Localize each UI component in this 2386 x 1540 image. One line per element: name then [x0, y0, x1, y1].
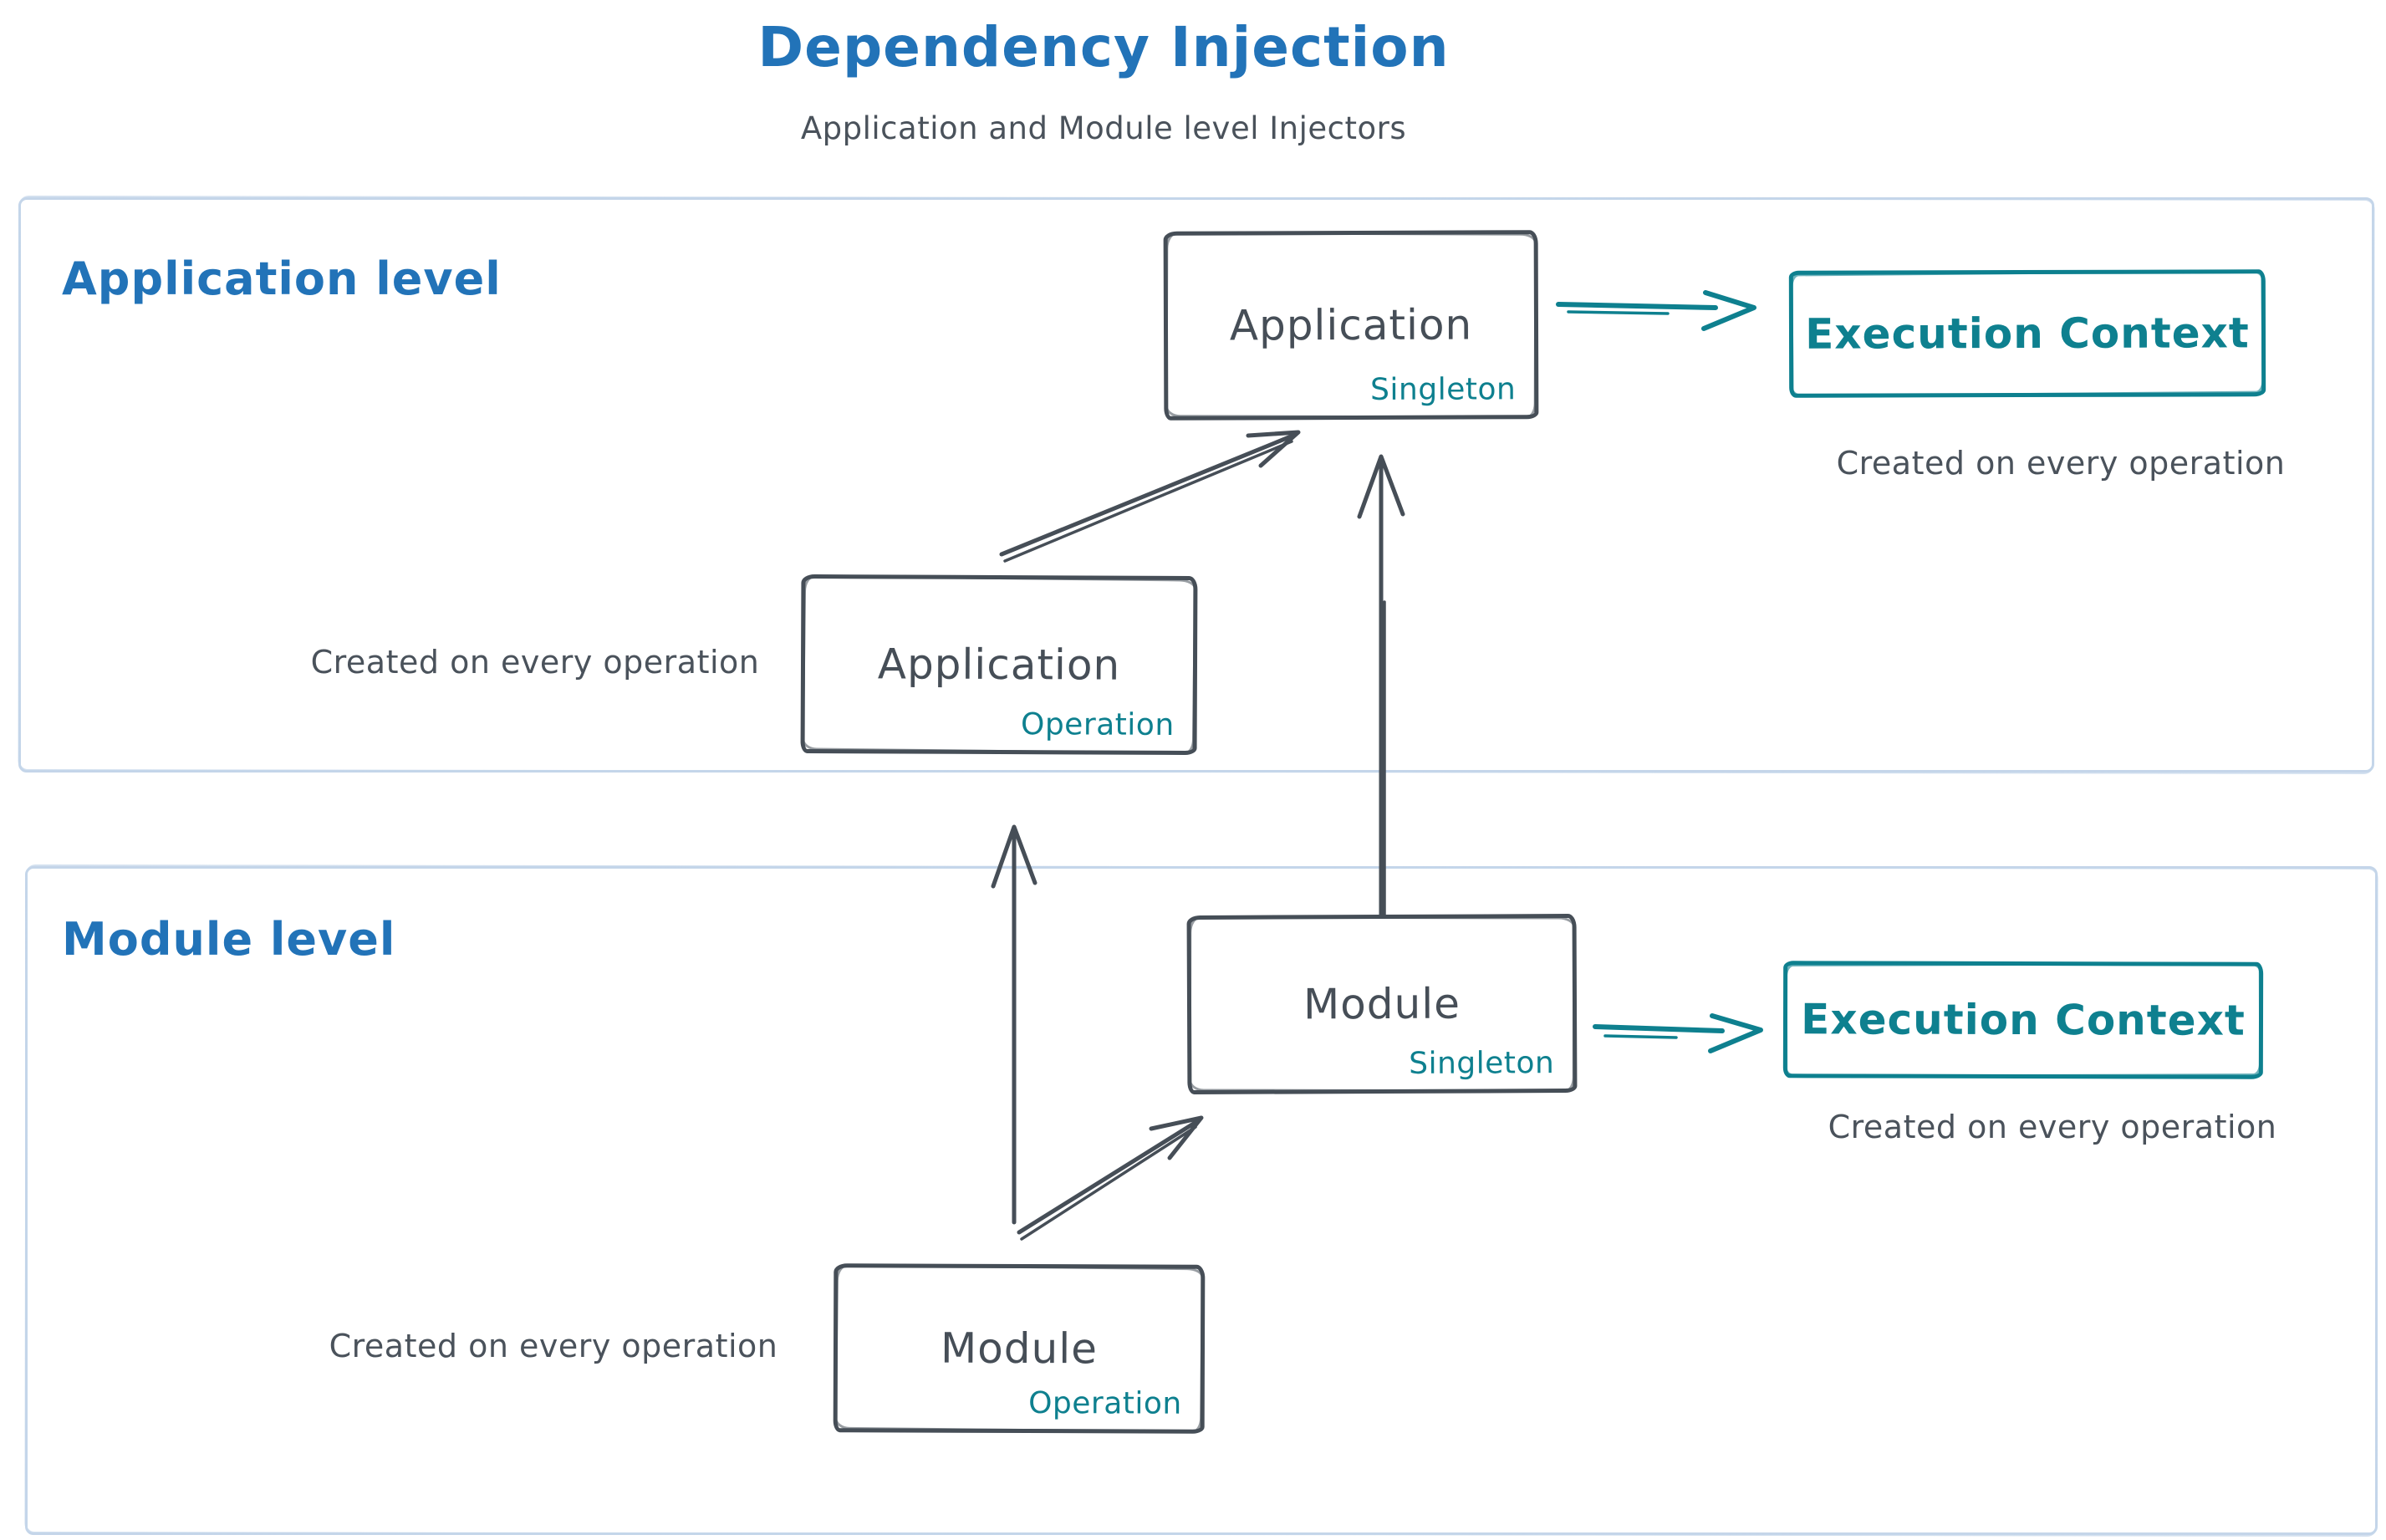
application-operation-caption: Created on every operation: [310, 644, 760, 681]
application-execution-context-caption: Created on every operation: [1836, 445, 2286, 482]
box-title: Application: [1229, 300, 1473, 350]
box-scope-tag: Singleton: [1409, 1046, 1555, 1081]
box-title: Module: [1303, 979, 1461, 1029]
module-level-label: Module level: [62, 913, 396, 966]
module-execution-context-box: Execution Context: [1782, 961, 2264, 1079]
execution-context-label: Execution Context: [1801, 995, 2246, 1045]
application-singleton-box: Application Singleton: [1163, 230, 1539, 421]
page-title: Dependency Injection: [757, 15, 1450, 79]
box-scope-tag: Operation: [1028, 1386, 1182, 1421]
application-level-label: Application level: [62, 252, 502, 305]
application-operation-box: Application Operation: [800, 574, 1198, 756]
module-operation-box: Module Operation: [833, 1263, 1206, 1434]
box-scope-tag: Singleton: [1370, 372, 1517, 407]
page-subtitle: Application and Module level Injectors: [800, 110, 1407, 146]
application-execution-context-box: Execution Context: [1788, 269, 2266, 398]
module-execution-context-caption: Created on every operation: [1828, 1109, 2277, 1145]
execution-context-label: Execution Context: [1805, 309, 2250, 359]
box-title: Module: [940, 1323, 1099, 1374]
box-title: Application: [877, 640, 1121, 690]
box-scope-tag: Operation: [1020, 707, 1175, 742]
module-operation-caption: Created on every operation: [329, 1328, 778, 1364]
module-singleton-box: Module Singleton: [1186, 913, 1578, 1095]
